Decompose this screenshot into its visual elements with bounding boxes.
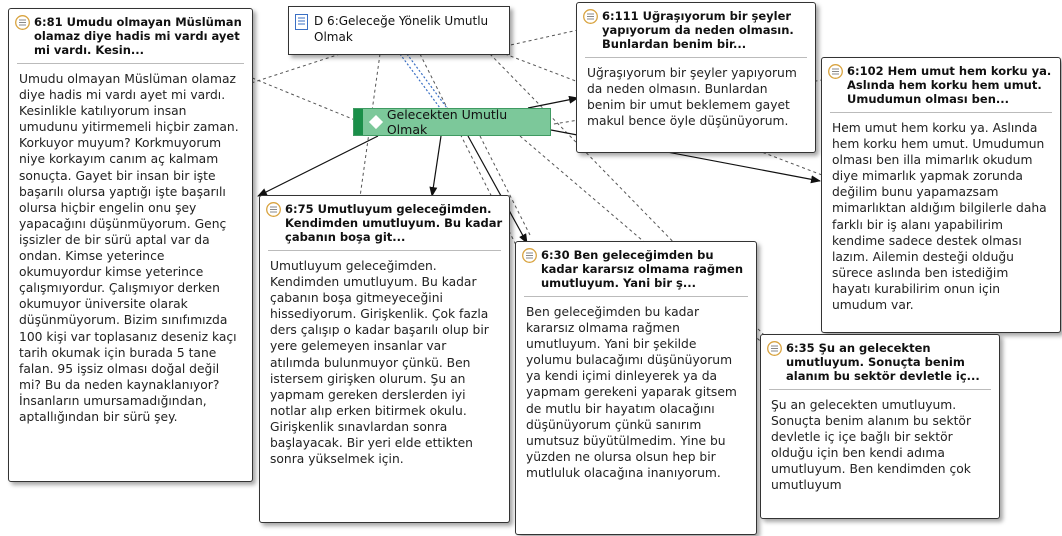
quote-icon	[15, 15, 30, 30]
quote-card-6-30[interactable]: 6:30 Ben geleceğimden bu kadar kararsız …	[515, 241, 757, 535]
quote-icon	[828, 64, 843, 79]
document-node[interactable]: D 6:Geleceğe Yönelik Umutlu Olmak	[288, 6, 510, 55]
quote-title: 6:35 Şu an gelecekten umutluyum. Sonuçta…	[786, 341, 980, 383]
arrow-to-630	[467, 135, 528, 244]
quote-title: 6:81 Umudu olmayan Müslüman olamaz diye …	[34, 15, 242, 57]
quote-icon	[583, 9, 598, 24]
quote-title: 6:102 Hem umut hem korku ya. Aslında hem…	[847, 64, 1052, 106]
divider	[585, 57, 807, 58]
arrow-to-675b	[429, 135, 442, 197]
arrow-to-6111	[527, 95, 579, 109]
code-color-bar	[354, 109, 363, 135]
diamond-icon	[368, 114, 383, 130]
quote-text: Umudu olmayan Müslüman olamaz diye hadis…	[19, 72, 239, 424]
quote-text: Şu an gelecekten umutluyum. Sonuçta beni…	[771, 398, 971, 493]
document-icon	[295, 14, 308, 30]
quote-icon	[266, 202, 281, 217]
code-node[interactable]: Gelecekten Umutlu Olmak	[353, 107, 551, 137]
quote-icon	[522, 248, 537, 263]
divider	[769, 389, 991, 390]
quote-card-6-102[interactable]: 6:102 Hem umut hem korku ya. Aslında hem…	[821, 57, 1061, 333]
quote-card-6-75[interactable]: 6:75 Umutluyum geleceğimden. Kendimden u…	[259, 195, 510, 523]
doc-link-681	[244, 53, 341, 86]
arrow-to-675	[257, 135, 379, 197]
document-label: D 6:Geleceğe Yönelik Umutlu Olmak	[314, 14, 489, 44]
code-link-630-dashed	[479, 135, 531, 236]
quote-text: Hem umut hem korku ya. Aslında hem korku…	[832, 121, 1047, 313]
quote-title: 6:111 Uğraşıyorum bir şeyler yapıyorum d…	[602, 9, 794, 51]
quote-title: 6:75 Umutluyum geleceğimden. Kendimden u…	[285, 202, 503, 244]
quote-card-6-111[interactable]: 6:111 Uğraşıyorum bir şeyler yapıyorum d…	[576, 2, 816, 153]
document-code-link	[399, 53, 448, 109]
quote-text: Uğraşıyorum bir şeyler yapıyorum da nede…	[587, 66, 797, 129]
code-label: Gelecekten Umutlu Olmak	[386, 107, 508, 137]
quote-text: Umutluyum geleceğimden. Kendimden umutlu…	[270, 259, 489, 467]
divider	[524, 296, 748, 297]
divider	[17, 63, 244, 64]
quote-text: Ben geleceğimden bu kadar kararsız olmam…	[526, 305, 737, 480]
divider	[830, 112, 1052, 113]
quote-card-6-81[interactable]: 6:81 Umudu olmayan Müslüman olamaz diye …	[8, 8, 253, 482]
quote-card-6-35[interactable]: 6:35 Şu an gelecekten umutluyum. Sonuçta…	[760, 334, 1000, 519]
code-link-681	[244, 74, 356, 121]
quote-icon	[767, 341, 782, 356]
divider	[268, 250, 501, 251]
quote-title: 6:30 Ben geleceğimden bu kadar kararsız …	[541, 248, 744, 290]
